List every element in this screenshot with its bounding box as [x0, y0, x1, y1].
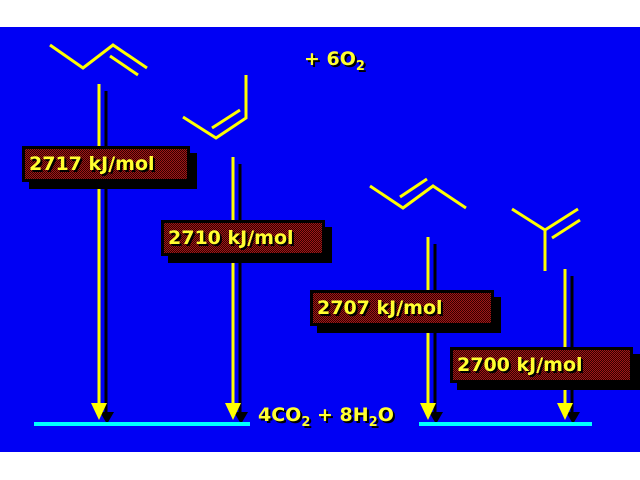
molecule-isobutylene — [511, 207, 581, 271]
combustion-products: 4CO2 + 8H2O — [258, 404, 394, 430]
energy-label-4: 2700 kJ/mol — [450, 347, 633, 383]
energy-label-2: 2710 kJ/mol — [161, 220, 325, 256]
molecule-cis-2-butene — [182, 75, 248, 140]
oxygen-reactant: + 6O2 — [304, 48, 365, 74]
energy-label-1: 2717 kJ/mol — [22, 146, 190, 182]
energy-label-3: 2707 kJ/mol — [310, 290, 494, 326]
molecule-1-butene — [49, 43, 148, 77]
molecule-trans-2-butene — [369, 177, 467, 210]
arrows — [91, 84, 580, 424]
